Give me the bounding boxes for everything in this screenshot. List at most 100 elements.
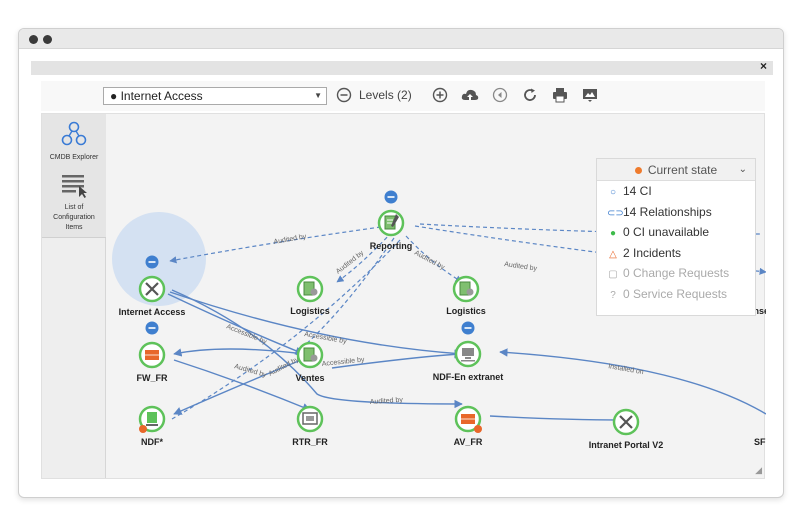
node-fw-fr[interactable]: FW_FR xyxy=(137,341,168,383)
browser-window: × ● Internet Access ▼ Levels (2) xyxy=(18,28,784,498)
edge-fwfr-rtrfr[interactable] xyxy=(173,359,311,412)
edge-label-audited-4: Audited by xyxy=(504,261,538,273)
cmdb-explorer-icon xyxy=(61,121,87,146)
node-av-fr[interactable]: AV_FR xyxy=(454,405,483,447)
gear-icon xyxy=(466,288,474,296)
chevron-down-icon[interactable]: ⌄ xyxy=(738,164,747,175)
node-label-fw-fr: FW_FR xyxy=(137,373,168,383)
edge-reporting-ventes[interactable] xyxy=(294,237,395,355)
legend-text-change-requests: 0 Change Requests xyxy=(623,266,730,281)
window-dot-icon[interactable] xyxy=(29,35,38,44)
node-internet-access[interactable]: Internet Access xyxy=(119,275,186,317)
node-intranet-portal[interactable]: Intranet Portal V2 xyxy=(589,408,664,450)
toolbar: ● Internet Access ▼ Levels (2) xyxy=(41,81,765,111)
node-label-sf-partial: SF xyxy=(754,437,766,447)
cloud-upload-icon[interactable] xyxy=(461,87,479,105)
refresh-icon[interactable] xyxy=(521,87,539,105)
selection-halo xyxy=(112,212,206,306)
ci-select-bullet-icon: ● xyxy=(110,89,118,103)
current-state-legend: Current state ⌄ ○ 14 CI ⊂⊃14 Relationship… xyxy=(596,158,756,316)
node-label-intranet-portal: Intranet Portal V2 xyxy=(589,440,664,450)
edge-avfr-intranet[interactable] xyxy=(489,415,625,425)
edge-reporting-expense[interactable] xyxy=(414,225,766,275)
ci-select[interactable]: ● Internet Access ▼ xyxy=(103,87,327,105)
legend-row-change-requests: ▢ 0 Change Requests xyxy=(597,263,755,284)
node-label-internet-access: Internet Access xyxy=(119,307,186,317)
list-ci-button[interactable]: List of Configuration Items xyxy=(42,168,106,238)
node-rtr-fr[interactable]: RTR_FR xyxy=(292,405,328,447)
print-icon[interactable] xyxy=(551,87,569,105)
node-reporting[interactable]: Reporting xyxy=(370,209,413,251)
solid-edges xyxy=(167,289,766,425)
cmdb-explorer-label: CMDB Explorer xyxy=(49,154,99,161)
levels-label: Levels (2) xyxy=(359,88,412,102)
node-logistics-1[interactable]: Logistics xyxy=(290,275,330,316)
node-label-ndf: NDF* xyxy=(141,437,163,447)
gear-icon xyxy=(310,354,318,362)
gear-icon xyxy=(310,288,318,296)
edge-internet-avfr[interactable] xyxy=(171,289,463,409)
green-dot-icon: ● xyxy=(609,228,617,240)
edge-ventes-ndfext[interactable] xyxy=(331,350,463,369)
list-ci-label-line2: Configuration xyxy=(53,214,95,221)
edge-label-accessible-1: Accessible by xyxy=(225,323,268,346)
decrease-level-icon[interactable] xyxy=(335,87,353,105)
chat-icon: ▢ xyxy=(608,269,618,281)
legend-row-incidents: △2 Incidents xyxy=(597,243,755,264)
legend-header[interactable]: Current state ⌄ xyxy=(597,159,755,181)
export-image-icon[interactable] xyxy=(581,87,599,105)
collapse-internet-access-button[interactable] xyxy=(145,255,159,269)
legend-text-incidents: 2 Incidents xyxy=(623,245,682,260)
left-panel: CMDB Explorer List of Configuration Item… xyxy=(42,114,106,478)
edge-ventes-fwfr[interactable] xyxy=(173,348,305,357)
node-logistics-2[interactable]: Logistics xyxy=(446,275,486,316)
node-label-ndf-extranet: NDF-En extranet xyxy=(433,372,504,382)
edge-internet-ndf-extranet[interactable] xyxy=(169,291,463,358)
edge-label-audited-3: Audited by xyxy=(413,250,446,272)
list-ci-label-line3: Items xyxy=(65,224,83,231)
legend-text-service-requests: 0 Service Requests xyxy=(623,286,728,301)
edge-reporting-logistics2[interactable] xyxy=(405,235,463,283)
chevron-down-icon: ▼ xyxy=(314,91,322,100)
tools-icon xyxy=(619,415,633,429)
incident-badge-icon xyxy=(139,425,147,433)
edge-ventes-ndf[interactable] xyxy=(173,357,307,415)
legend-title: Current state xyxy=(647,163,718,177)
incident-badge-icon xyxy=(474,425,482,433)
pencil-icon xyxy=(391,214,399,227)
resize-handle-icon[interactable]: ◢ xyxy=(755,465,762,475)
edge-sf-ndfext[interactable] xyxy=(499,348,766,415)
edge-label-audited-7: Audited by xyxy=(370,397,404,406)
node-label-rtr-fr: RTR_FR xyxy=(292,437,328,447)
legend-row-relationships: ⊂⊃14 Relationships xyxy=(597,202,755,223)
help-icon: ? xyxy=(610,289,616,301)
node-ndf-extranet[interactable]: NDF-En extranet xyxy=(433,340,504,382)
ring-icon: ○ xyxy=(609,187,617,198)
legend-text-ci: 14 CI xyxy=(623,184,652,198)
title-bar xyxy=(19,29,783,49)
edge-label-audited-1: Audited by xyxy=(273,233,307,246)
node-label-reporting: Reporting xyxy=(370,241,413,251)
edge-reporting-ndf[interactable] xyxy=(171,239,401,420)
legend-row-service-requests: ? 0 Service Requests xyxy=(597,284,755,305)
dependency-graph[interactable]: Audited by Audited by Audited by Audited… xyxy=(42,114,766,480)
edge-reporting-logistics1[interactable] xyxy=(336,231,393,283)
legend-text-unavailable: 0 CI unavailable xyxy=(623,225,710,240)
state-dot-icon xyxy=(634,167,642,175)
node-ndf[interactable]: NDF* xyxy=(138,405,166,447)
list-ci-label-line1: List of xyxy=(64,204,84,211)
edge-reporting-internet[interactable] xyxy=(169,225,389,264)
back-icon[interactable] xyxy=(491,87,509,105)
close-icon[interactable]: × xyxy=(759,59,767,73)
node-label-logistics-2: Logistics xyxy=(446,306,486,316)
legend-row-ci: ○ 14 CI xyxy=(597,181,755,202)
window-dot-icon[interactable] xyxy=(43,35,52,44)
increase-level-icon[interactable] xyxy=(431,87,449,105)
collapse-fwfr-button[interactable] xyxy=(145,321,159,335)
collapse-reporting-button[interactable] xyxy=(384,190,398,204)
ci-select-value: Internet Access xyxy=(120,89,203,103)
legend-text-relationships: 14 Relationships xyxy=(623,204,712,219)
node-ventes[interactable]: Ventes xyxy=(295,341,325,383)
server-icon xyxy=(462,348,474,356)
collapse-ndfext-button[interactable] xyxy=(461,321,475,335)
